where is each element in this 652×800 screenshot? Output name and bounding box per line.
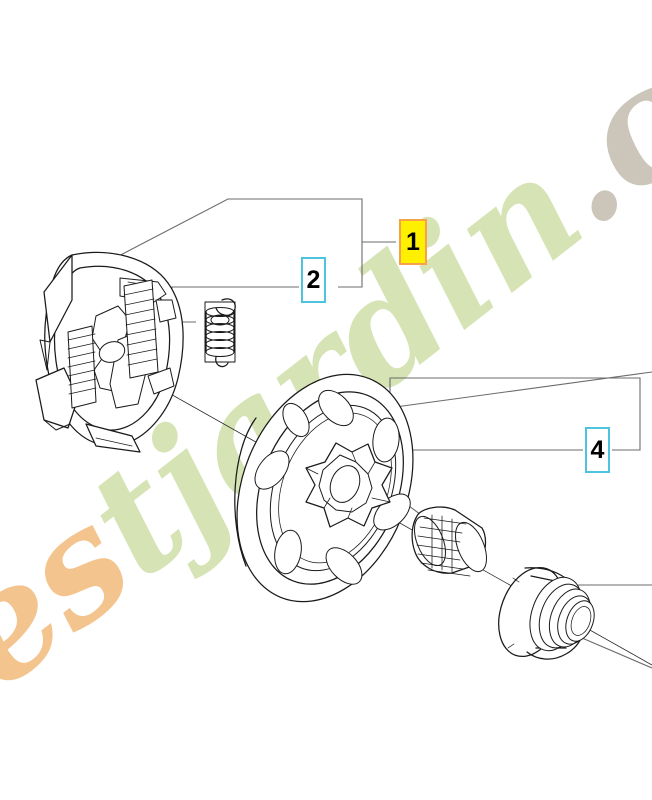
clutch-assembly-art [35, 251, 184, 453]
clutch-spring-art [204, 298, 236, 368]
callout-label-1[interactable]: 1 [399, 219, 427, 265]
needle-bearing-art [411, 506, 487, 577]
leader-clutch-drum [387, 371, 652, 409]
drive-washer-art [498, 566, 595, 660]
clutch-drum-sprocket-art [234, 373, 414, 603]
leader-lines [87, 198, 652, 669]
leader-item-1-bracket [87, 198, 363, 288]
clutch-internal-spring-left [67, 325, 97, 409]
clutch-internal-spring-right [123, 279, 159, 379]
rim-sprocket [305, 442, 393, 528]
needle-rollers [416, 514, 471, 577]
callout-label-4[interactable]: 4 [585, 427, 610, 473]
callout-label-2[interactable]: 2 [301, 257, 326, 303]
